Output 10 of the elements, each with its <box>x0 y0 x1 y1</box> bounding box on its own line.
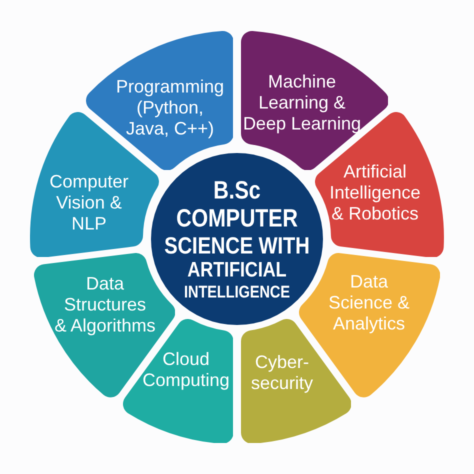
segment-label: Cyber-security <box>250 352 314 394</box>
segment-label: Machine Learning & Deep Learning <box>242 71 362 134</box>
segment-label: Data Structures & Algorithms <box>54 273 156 336</box>
wheel-segment <box>86 30 234 170</box>
segment-label: Programming (Python, Java, C++) <box>116 76 224 140</box>
segment-label: Artificial Intelligence & Robotics <box>329 161 421 224</box>
segment-label: Computer Vision & NLP <box>49 171 128 234</box>
segment-label: Cloud Computing <box>142 348 230 391</box>
center-title: B.Sc COMPUTER SCIENCE WITH ARTIFICIAL INTELLIGENCE <box>164 176 310 302</box>
segment-label: Data Science & Analytics <box>328 271 410 334</box>
